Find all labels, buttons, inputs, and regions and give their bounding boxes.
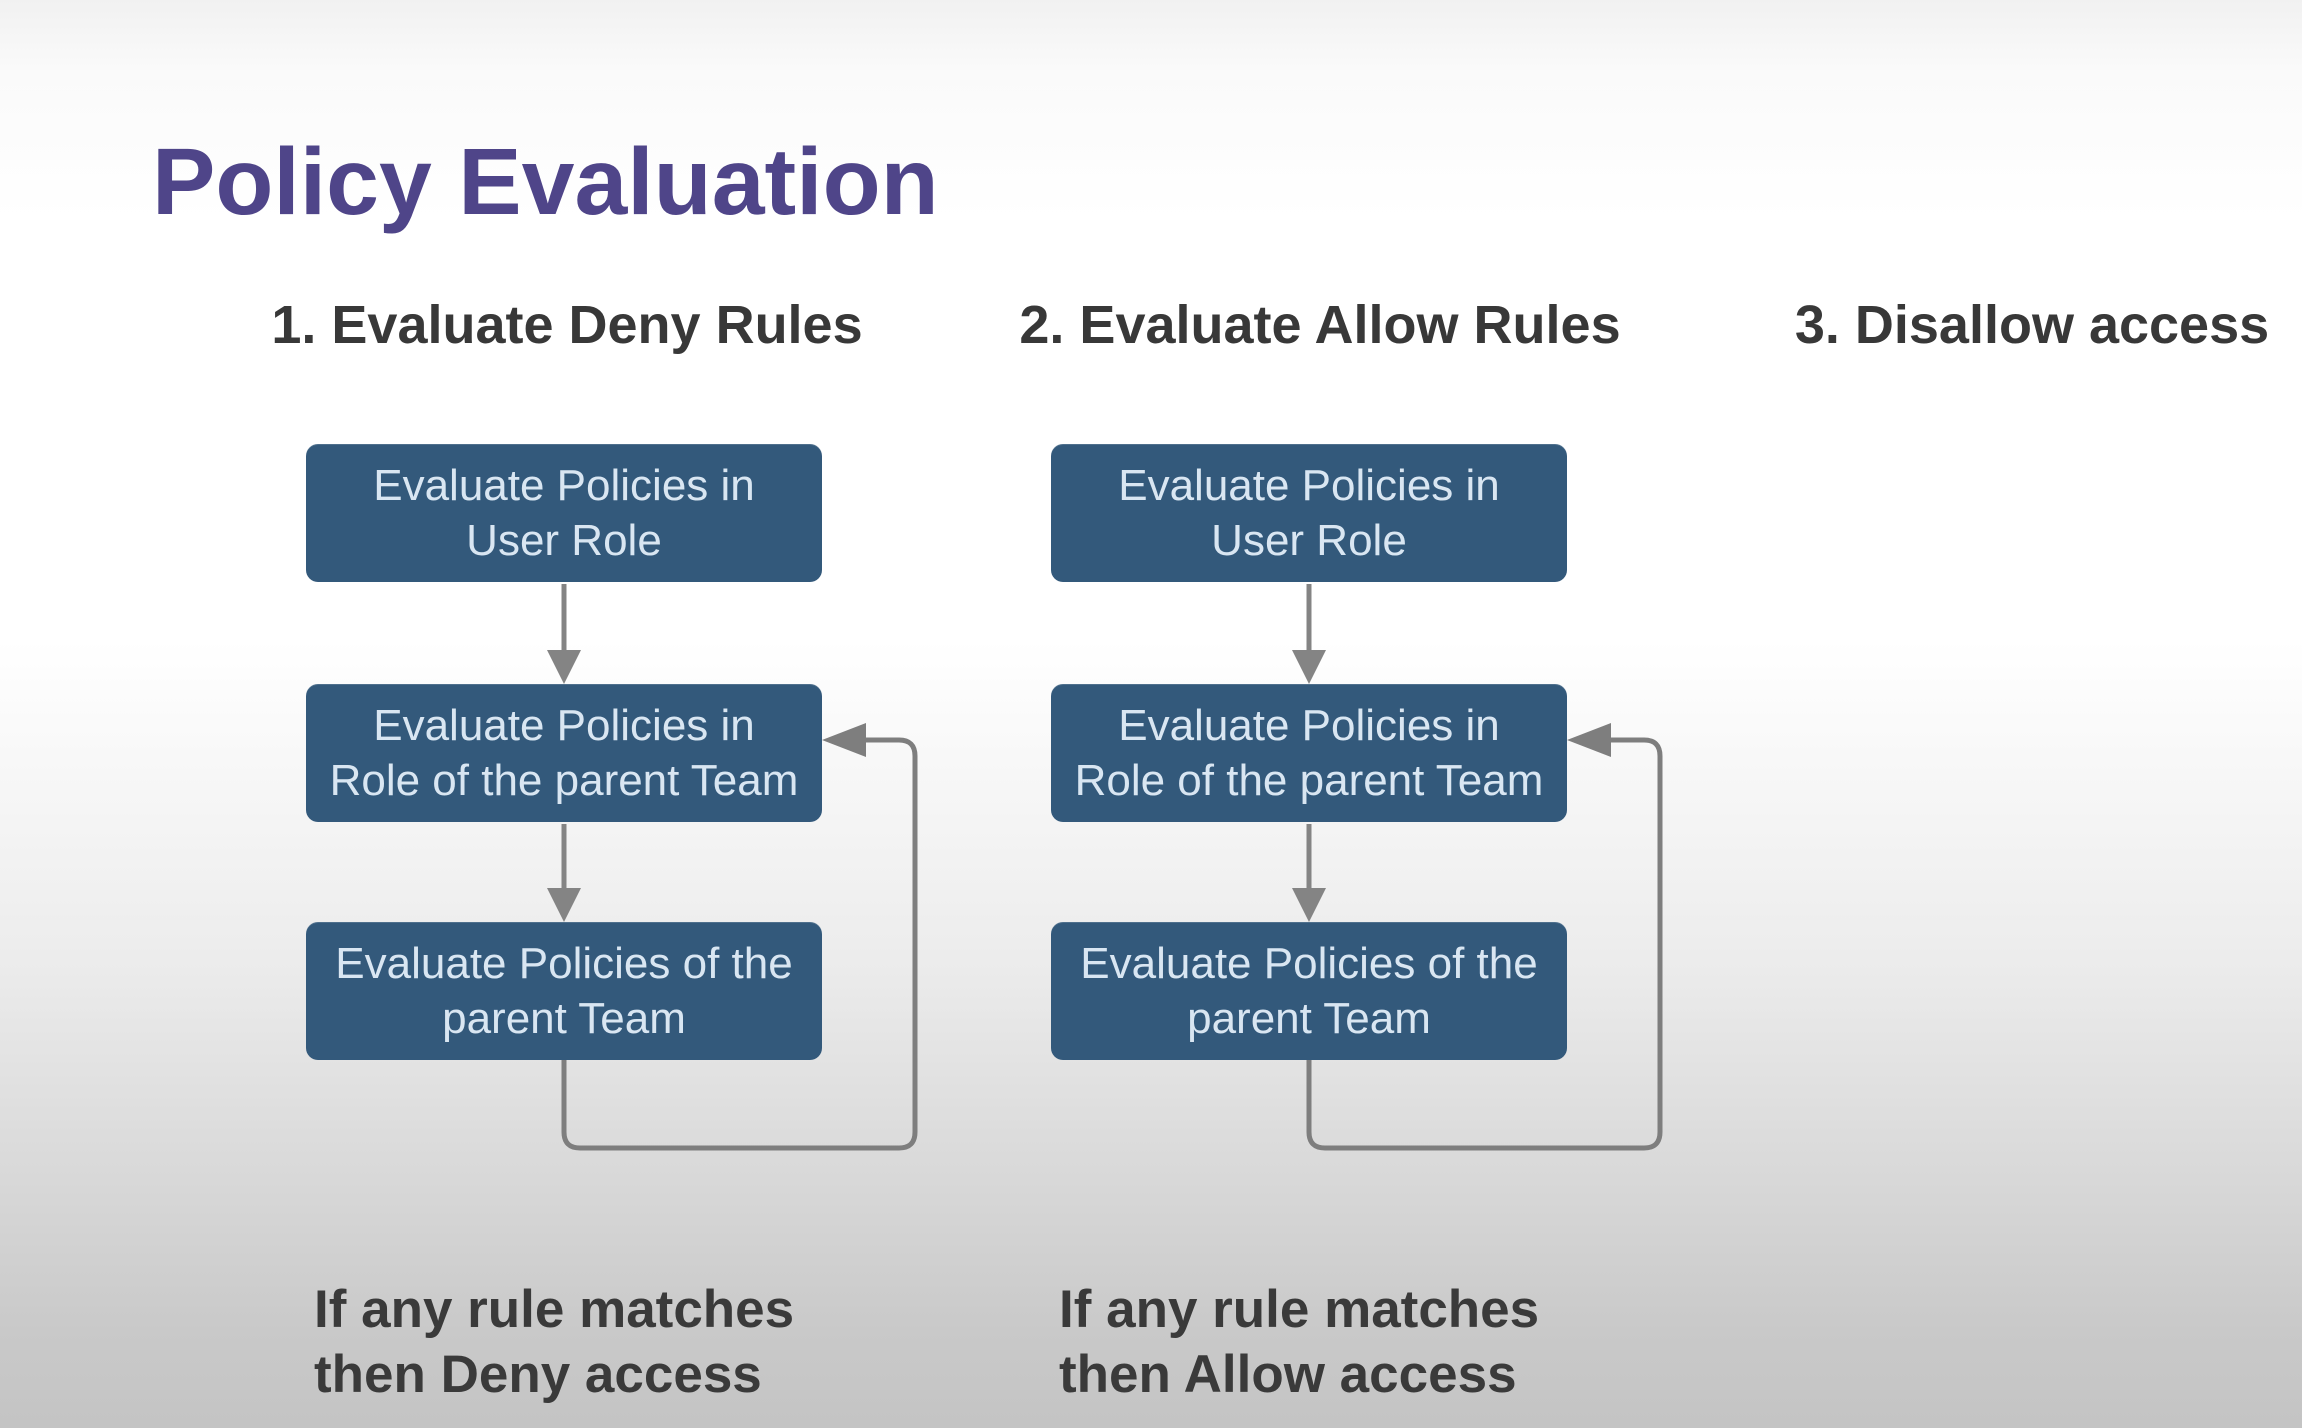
down-arrow-icon xyxy=(1292,584,1326,684)
allow-rules-flowchart: Evaluate Policies in User Role Evaluate … xyxy=(1051,444,1711,1180)
down-arrow-icon xyxy=(547,824,581,922)
down-arrow-icon xyxy=(1292,824,1326,922)
flow-node-parent-team-policies: Evaluate Policies of the parent Team xyxy=(1051,922,1567,1060)
column-header-allow-rules: 2. Evaluate Allow Rules xyxy=(1019,295,1621,355)
flow-node-user-role: Evaluate Policies in User Role xyxy=(306,444,822,582)
flow-node-user-role: Evaluate Policies in User Role xyxy=(1051,444,1567,582)
column-header-deny-rules: 1. Evaluate Deny Rules xyxy=(271,295,863,355)
down-arrow-icon xyxy=(547,584,581,684)
allow-rule-caption: If any rule matches then Allow access xyxy=(1059,1280,1540,1404)
flow-node-parent-team-role: Evaluate Policies in Role of the parent … xyxy=(306,684,822,822)
column-header-disallow-access: 3. Disallow access xyxy=(1794,295,2270,355)
flow-node-parent-team-role: Evaluate Policies in Role of the parent … xyxy=(1051,684,1567,822)
deny-rule-caption: If any rule matches then Deny access xyxy=(314,1280,795,1404)
flow-node-parent-team-policies: Evaluate Policies of the parent Team xyxy=(306,922,822,1060)
slide-title: Policy Evaluation xyxy=(152,129,939,235)
deny-rules-flowchart: Evaluate Policies in User Role Evaluate … xyxy=(306,444,966,1180)
